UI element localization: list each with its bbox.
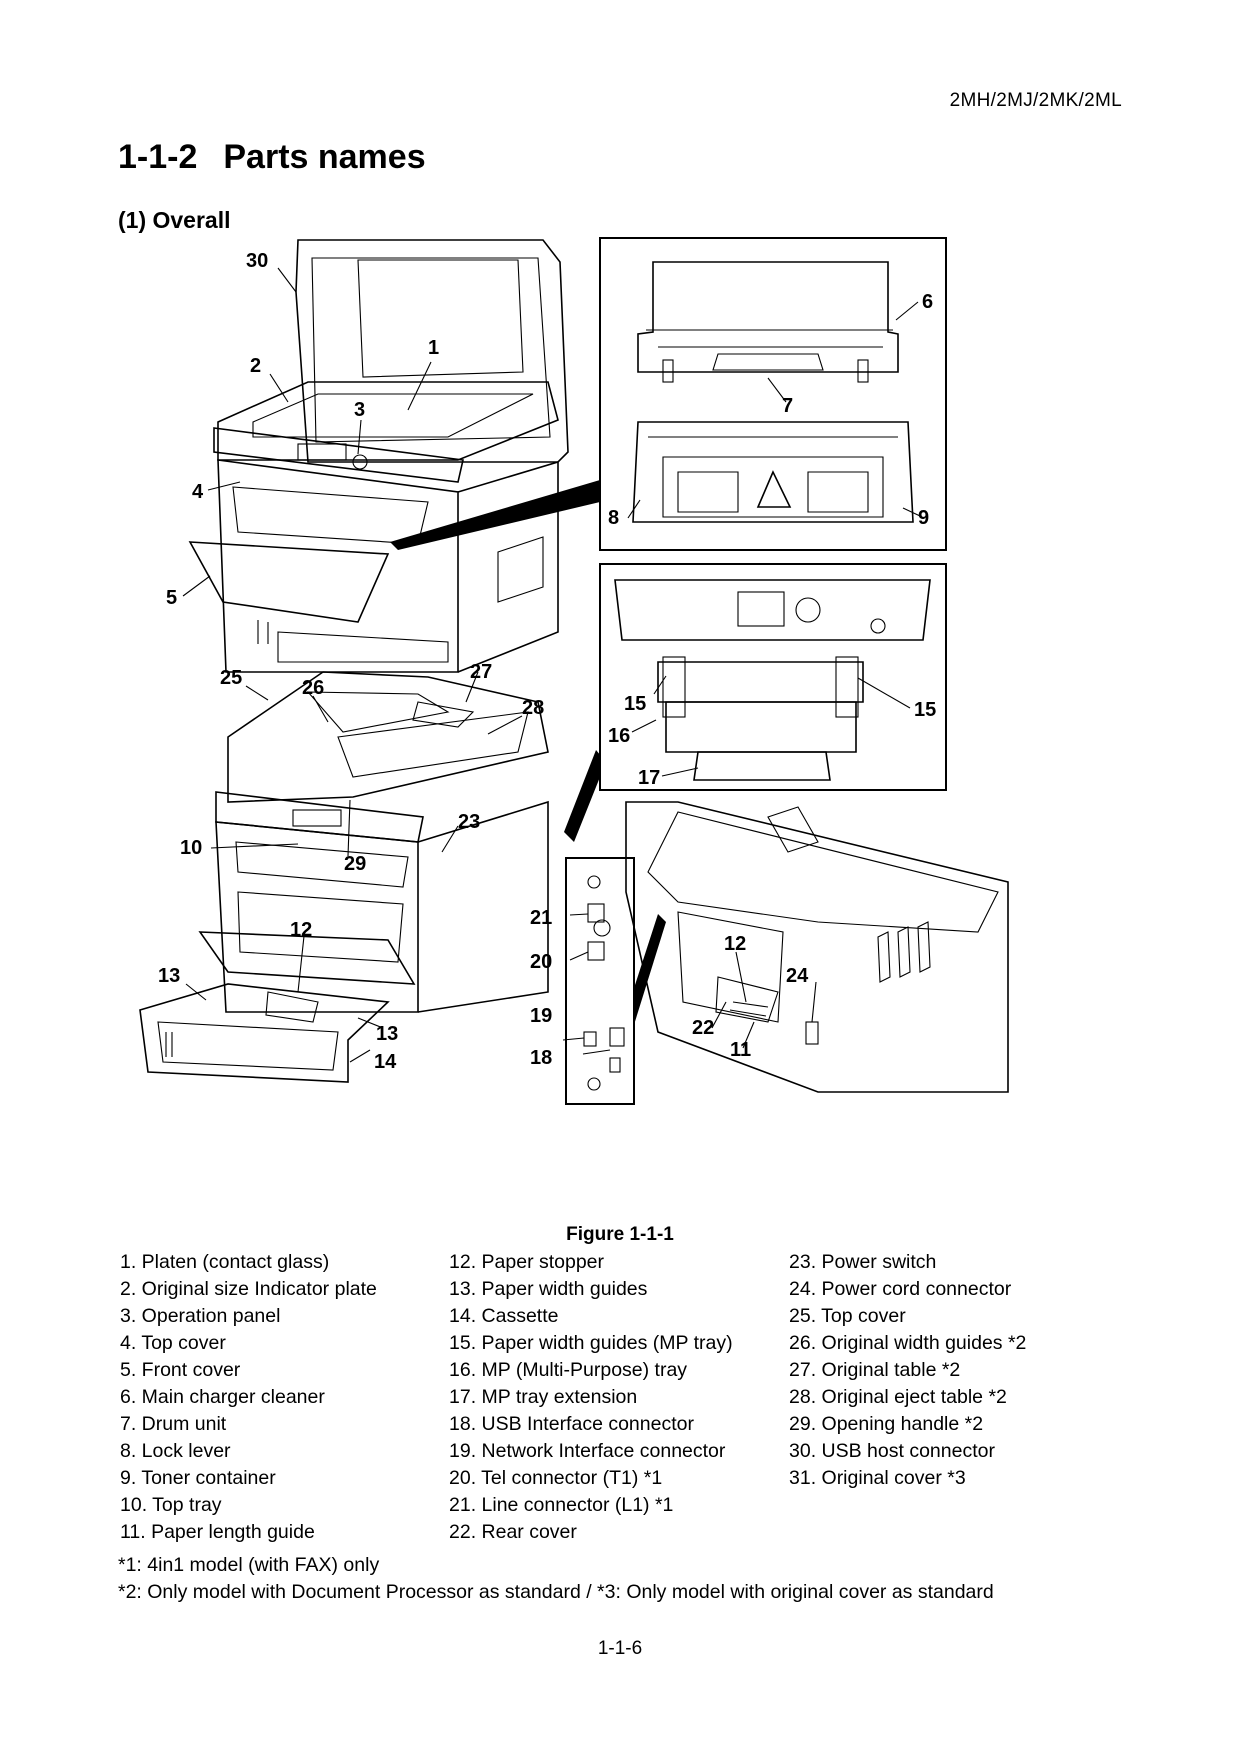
figure-caption: Figure 1-1-1: [566, 1224, 674, 1245]
leader-lines: [182, 267, 921, 1063]
footnote: *2: Only model with Document Processor a…: [118, 1581, 994, 1603]
parts-list-item: 12. Paper stopper: [449, 1251, 605, 1273]
callout-12: 12: [290, 919, 312, 941]
parts-list-column-3: 23. Power switch 24. Power cord connector…: [789, 1249, 1089, 1546]
callout-8: 8: [608, 507, 619, 529]
inset-connectors: [565, 857, 635, 1105]
parts-list-item: 24. Power cord connector: [789, 1278, 1012, 1300]
callout-6: 6: [922, 291, 933, 313]
callout-1: 1: [428, 337, 439, 359]
callout-30: 30: [246, 250, 268, 272]
parts-list-item: 16. MP (Multi-Purpose) tray: [449, 1359, 688, 1381]
parts-list-item: 9. Toner container: [120, 1467, 276, 1489]
callout-7: 7: [782, 395, 793, 417]
machine-document-processor-drawing: [139, 671, 549, 1083]
callout-4: 4: [192, 481, 204, 503]
section-title: 1-1-2 Parts names: [118, 138, 426, 177]
parts-list-item: 19. Network Interface connector: [449, 1440, 726, 1462]
parts-list-item: 6. Main charger cleaner: [120, 1386, 325, 1408]
callout-13-right: 13: [376, 1023, 398, 1045]
parts-diagram: 30 1 2 3 4 5 6 7 8 9 25 26 27 28 15 15 1…: [118, 232, 1128, 1222]
callout-13-left: 13: [158, 965, 180, 987]
parts-list-item: 30. USB host connector: [789, 1440, 995, 1462]
parts-list-item: 26. Original width guides *2: [789, 1332, 1027, 1354]
parts-list-item: 8. Lock lever: [120, 1440, 231, 1462]
parts-list-item: 25. Top cover: [789, 1305, 906, 1327]
parts-list-item: 13. Paper width guides: [449, 1278, 648, 1300]
parts-list-item: 14. Cassette: [449, 1305, 559, 1327]
callout-20: 20: [530, 951, 552, 973]
section-name: Parts names: [223, 138, 426, 176]
parts-list-column-2: 12. Paper stopper 13. Paper width guides 1…: [449, 1249, 789, 1546]
parts-list-item: 22. Rear cover: [449, 1521, 577, 1543]
machine-rear-view: [625, 801, 1009, 1093]
callout-10: 10: [180, 837, 202, 859]
callout-labels: 30 1 2 3 4 5 6 7 8 9 25 26 27 28 15 15 1…: [158, 250, 936, 1073]
callout-14: 14: [374, 1051, 397, 1073]
parts-list-item: 10. Top tray: [120, 1494, 222, 1516]
parts-list-item: 31. Original cover *3: [789, 1467, 966, 1489]
callout-11: 11: [730, 1039, 751, 1061]
parts-list-item: 7. Drum unit: [120, 1413, 227, 1435]
parts-list-item: 28. Original eject table *2: [789, 1386, 1007, 1408]
parts-list-item: 1. Platen (contact glass): [120, 1251, 330, 1273]
inset-drum-toner: [599, 237, 947, 551]
parts-list-item: 20. Tel connector (T1) *1: [449, 1467, 663, 1489]
parts-list-item: 21. Line connector (L1) *1: [449, 1494, 674, 1516]
footnote: *1: 4in1 model (with FAX) only: [118, 1554, 380, 1576]
callout-12-rear: 12: [724, 933, 746, 955]
callout-17: 17: [638, 767, 660, 789]
callout-22: 22: [692, 1017, 714, 1039]
callout-9: 9: [918, 507, 929, 529]
parts-list-item: 4. Top cover: [120, 1332, 226, 1354]
callout-19: 19: [530, 1005, 552, 1027]
callout-15-right: 15: [914, 699, 936, 721]
parts-list-item: 29. Opening handle *2: [789, 1413, 984, 1435]
callout-21: 21: [530, 907, 552, 929]
callout-26: 26: [302, 677, 324, 699]
callout-18: 18: [530, 1047, 552, 1069]
parts-list-item: 27. Original table *2: [789, 1359, 961, 1381]
footnotes: *1: 4in1 model (with FAX) only *2: Only …: [118, 1552, 994, 1606]
parts-list-item: 15. Paper width guides (MP tray): [449, 1332, 733, 1354]
callout-16: 16: [608, 725, 630, 747]
parts-list-item: 18. USB Interface connector: [449, 1413, 694, 1435]
callout-27: 27: [470, 661, 492, 683]
model-number: 2MH/2MJ/2MK/2ML: [949, 90, 1122, 111]
callout-23: 23: [458, 811, 480, 833]
parts-list-item: 2. Original size Indicator plate: [120, 1278, 377, 1300]
parts-list-item: 17. MP tray extension: [449, 1386, 638, 1408]
subsection-title: (1) Overall: [118, 207, 231, 233]
callout-2: 2: [250, 355, 261, 377]
parts-list: 1. Platen (contact glass) 2. Original siz…: [120, 1249, 1100, 1546]
parts-list-item: 11. Paper length guide: [120, 1521, 315, 1543]
machine-open-cover-drawing: [188, 239, 569, 673]
parts-list-column-1: 1. Platen (contact glass) 2. Original siz…: [120, 1249, 449, 1546]
callout-25: 25: [220, 667, 242, 689]
parts-list-item: 5. Front cover: [120, 1359, 241, 1381]
callout-29: 29: [344, 853, 366, 875]
page-number: 1-1-6: [597, 1638, 643, 1659]
callout-5: 5: [166, 587, 177, 609]
callout-28: 28: [522, 697, 544, 719]
parts-list-item: 23. Power switch: [789, 1251, 937, 1273]
parts-list-item: 3. Operation panel: [120, 1305, 281, 1327]
callout-15-left: 15: [624, 693, 646, 715]
callout-3: 3: [354, 399, 365, 421]
section-number: 1-1-2: [118, 138, 198, 176]
callout-24: 24: [786, 965, 809, 987]
inset-mp-tray: [599, 563, 947, 791]
